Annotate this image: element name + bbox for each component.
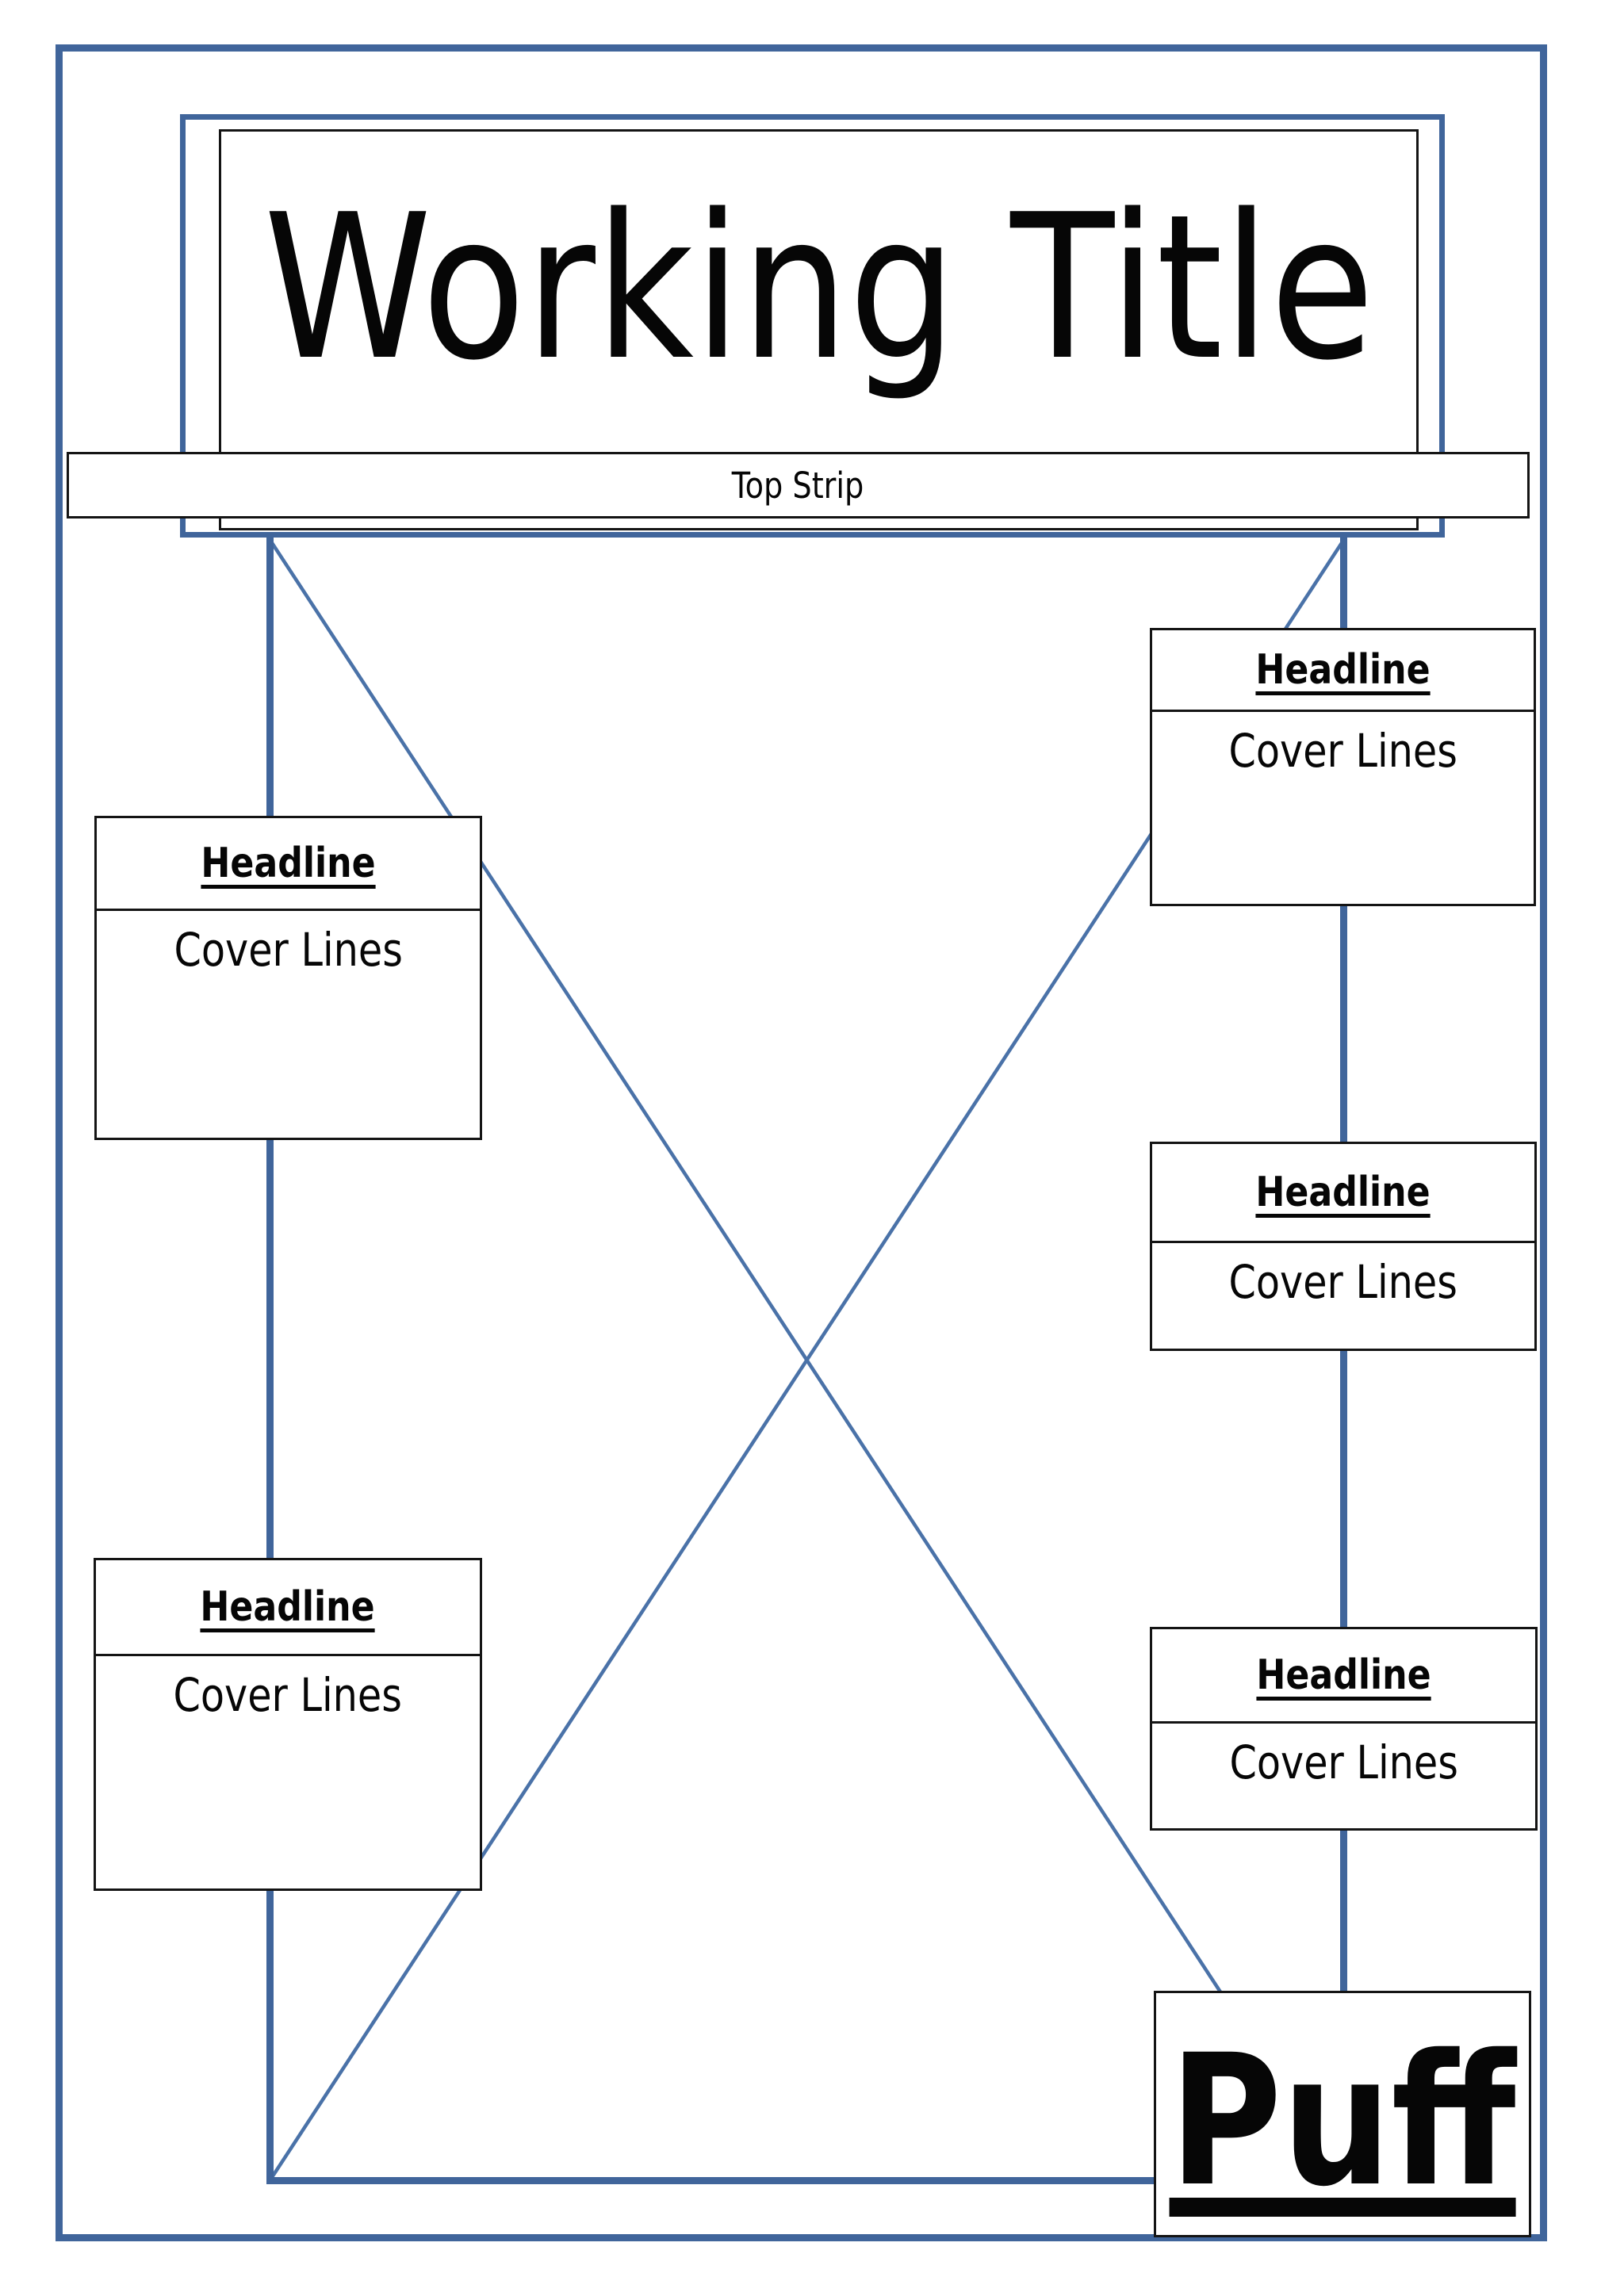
page-border: [56, 44, 1547, 2241]
masthead-title-box: Working Title: [219, 129, 1419, 530]
cover-box-right-top: Headline Cover Lines: [1150, 628, 1536, 906]
cover-lines-label: Cover Lines: [173, 1668, 403, 1722]
headline-section: Headline: [96, 1560, 480, 1656]
puff-label: Puff: [1169, 2015, 1516, 2226]
masthead-title: Working Title: [263, 171, 1374, 404]
cover-lines-section: Cover Lines: [1152, 1243, 1534, 1349]
cover-lines-label: Cover Lines: [1228, 724, 1457, 778]
image-placeholder-right-edge: [1340, 537, 1347, 2184]
headline-label: Headline: [200, 1583, 376, 1631]
cover-box-left-bottom: Headline Cover Lines: [94, 1558, 482, 1891]
headline-section: Headline: [97, 818, 480, 911]
headline-label: Headline: [1256, 1651, 1431, 1699]
cover-box-left-top: Headline Cover Lines: [94, 816, 482, 1140]
top-strip: Top Strip: [67, 452, 1530, 519]
cover-lines-section: Cover Lines: [1152, 1724, 1535, 1828]
cover-box-right-bottom: Headline Cover Lines: [1150, 1627, 1538, 1831]
headline-section: Headline: [1152, 1144, 1534, 1243]
image-placeholder-bottom-edge: [266, 2177, 1347, 2184]
puff-box: Puff: [1154, 1991, 1531, 2237]
cover-lines-section: Cover Lines: [1152, 712, 1534, 904]
image-placeholder-left-edge: [266, 537, 274, 2184]
cover-lines-label: Cover Lines: [1229, 1735, 1458, 1789]
headline-section: Headline: [1152, 1629, 1535, 1724]
cover-lines-label: Cover Lines: [1228, 1255, 1458, 1309]
headline-label: Headline: [1255, 1169, 1431, 1216]
headline-label: Headline: [1255, 646, 1431, 694]
headline-label: Headline: [201, 840, 376, 887]
cover-lines-section: Cover Lines: [97, 911, 480, 1138]
top-strip-label: Top Strip: [732, 464, 864, 507]
headline-section: Headline: [1152, 630, 1534, 712]
cover-box-right-middle: Headline Cover Lines: [1150, 1142, 1537, 1351]
cover-lines-label: Cover Lines: [174, 923, 403, 977]
cover-lines-section: Cover Lines: [96, 1656, 480, 1888]
